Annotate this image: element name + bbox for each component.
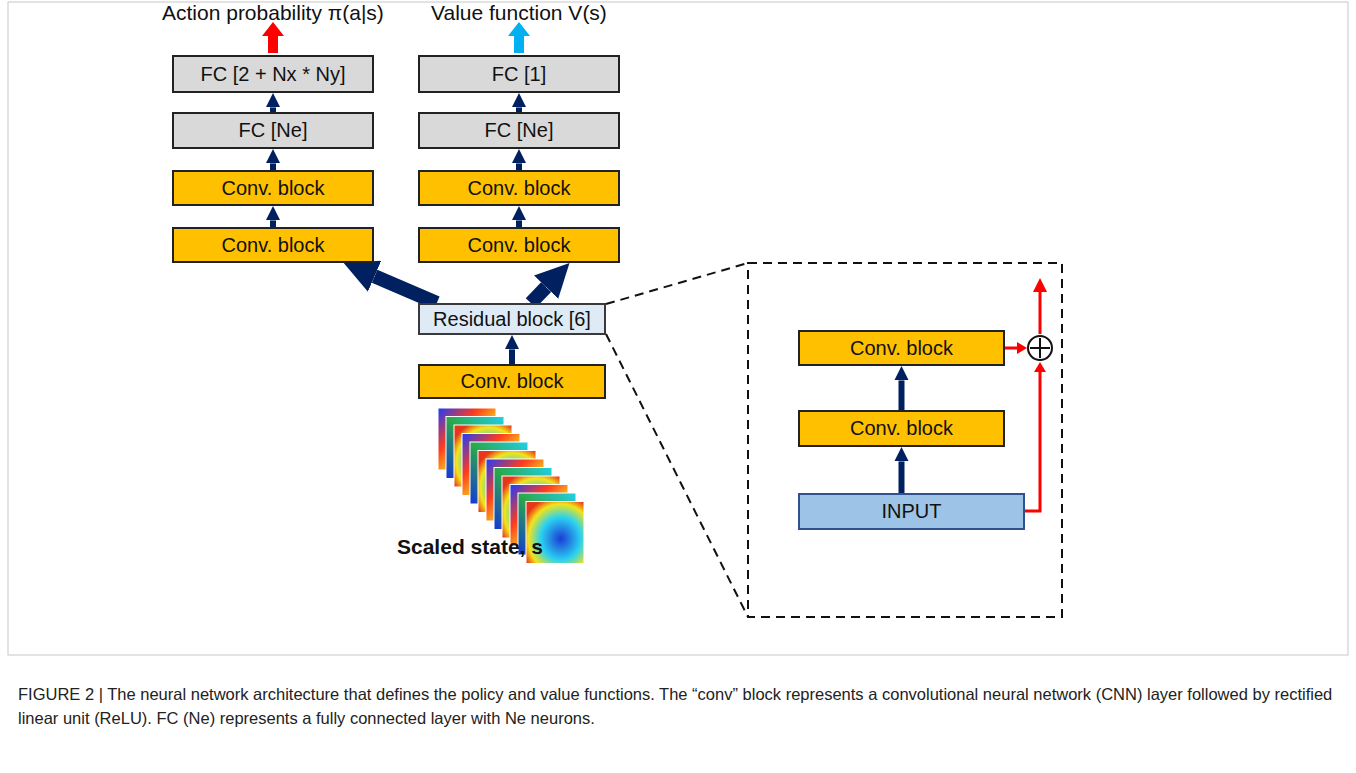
sum-symbol	[1039, 338, 1041, 358]
conv-block: Conv. block	[418, 170, 620, 206]
block-label: FC [2 + Nx * Ny]	[194, 63, 351, 86]
input-label: Scaled state, s	[397, 535, 543, 559]
flow-arrow	[516, 220, 522, 227]
flow-arrow	[899, 380, 905, 410]
flow-arrow	[516, 163, 522, 170]
output-label: Value function V(s)	[431, 1, 607, 25]
zoom-line	[606, 263, 748, 304]
skip-head	[1034, 362, 1046, 372]
flow-arrow	[899, 461, 905, 493]
conv-block: Conv. block	[418, 227, 620, 263]
conv-block: Conv. block	[172, 170, 374, 206]
block-label: Conv. block	[844, 417, 959, 440]
block-label: FC [Ne]	[479, 119, 560, 142]
flow-arrow	[270, 163, 276, 170]
skip-head	[1017, 342, 1027, 354]
flow-arrow	[509, 349, 515, 364]
block-label: FC [1]	[486, 63, 552, 86]
block-label: INPUT	[876, 500, 948, 523]
flow-arrow	[375, 276, 437, 303]
block-label: Conv. block	[215, 234, 330, 257]
skip-line	[1039, 290, 1042, 334]
flow-arrow	[270, 220, 276, 227]
conv-block: Conv. block	[418, 364, 606, 399]
figure-caption: FIGURE 2 | The neural network architectu…	[18, 683, 1338, 731]
block-label: Conv. block	[461, 177, 576, 200]
conv-block: Conv. block	[798, 410, 1005, 447]
block-label: Conv. block	[844, 337, 959, 360]
skip-head	[1033, 278, 1047, 292]
block-label: Conv. block	[454, 370, 569, 393]
inset-frame	[748, 263, 1062, 617]
value-output-arrow	[508, 22, 530, 53]
zoom-line	[606, 334, 748, 617]
conv-block: Conv. block	[798, 330, 1005, 366]
fully-connected-box: FC [2 + Nx * Ny]	[172, 55, 374, 93]
flow-arrow	[531, 287, 546, 303]
sum-symbol	[1028, 336, 1052, 360]
residual-block: Residual block [6]	[418, 303, 606, 335]
fully-connected-box: FC [Ne]	[418, 112, 620, 149]
fully-connected-box: FC [Ne]	[172, 112, 374, 149]
skip-line	[1025, 365, 1040, 511]
output-label: Action probability π(a|s)	[162, 1, 384, 25]
block-label: FC [Ne]	[233, 119, 314, 142]
policy-output-arrow	[262, 22, 284, 53]
figure-frame	[8, 2, 1348, 655]
block-label: Residual block [6]	[427, 308, 597, 331]
conv-block: Conv. block	[172, 227, 374, 263]
block-label: Conv. block	[215, 177, 330, 200]
input-box: INPUT	[798, 493, 1025, 530]
block-label: Conv. block	[461, 234, 576, 257]
fully-connected-box: FC [1]	[418, 55, 620, 93]
